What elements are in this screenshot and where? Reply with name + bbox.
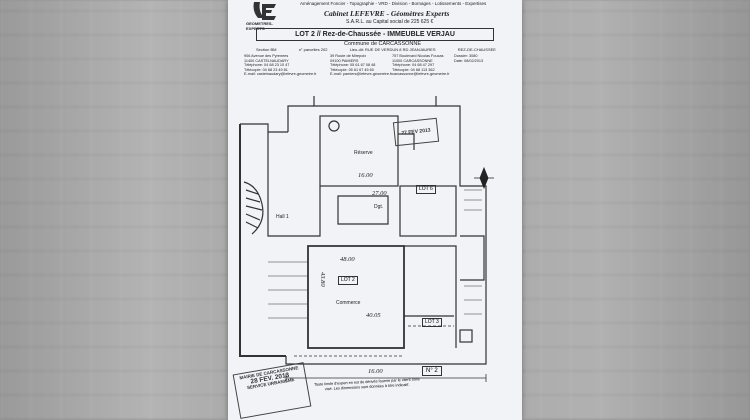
room-lot2: LOT 2 [338,276,358,285]
measure-6: 16.00 [368,368,383,375]
measure-1: 16.00 [358,172,373,179]
cabinet-name: Cabinet LEFEVRE - Géomètres Experts [324,9,450,18]
lieu-dit: Lieu-dit: RUE DE VERDUN 8 RD JEANJAURES [349,47,436,52]
room-hall: Hall 1 [276,214,289,220]
room-dgt: Dgt. [374,204,384,210]
office-castelnaudary: 906 Avenue des Pyrenees 11400 CASTELNAUD… [244,54,317,76]
cadastral-refs: Section BM n° parcelles 202 Lieu-dit: RU… [256,47,496,52]
measure-5: 40.05 [366,312,381,319]
logo-caption: GEOMETRES-EXPERTS [246,21,273,31]
room-commerce: Commerce [336,300,361,306]
measure-4: 43.80 [319,272,326,287]
office-pamiers: 39 Route de Mirepoix 09100 PAMIERS Télép… [330,54,393,76]
company-capital: S.A.R.L. au Capital social de 225 625 € [346,19,434,25]
measure-3: 48.00 [340,256,355,263]
floor: REZ-DE-CHAUSSEE [457,47,496,52]
section: Section BM [256,47,277,52]
north-arrow-icon [474,166,494,190]
dossier-info: Dossier: 3080 Date: 08/02/2013 [454,54,484,63]
room-lot6: LOT 6 [416,185,436,194]
lot-title: LOT 2 // Rez-de-Chaussée - IMMEUBLE VERJ… [256,28,494,41]
floor-plan [239,96,494,382]
document-sheet: GEOMETRES-EXPERTS Aménagement Foncier - … [228,0,522,420]
date-stamp: 27 FEV 2013 [392,117,440,147]
document-header: GEOMETRES-EXPERTS Aménagement Foncier - … [228,0,522,86]
plan-number: N° 2 [422,366,442,376]
room-lot3: LOT 3 [422,318,442,327]
room-reserve: Réserve [354,150,373,156]
measure-2: 27.00 [372,190,387,197]
commune: Commune de CARCASSONNE [344,41,422,47]
parcel: n° parcelles 202 [298,47,328,52]
office-carcassonne: 757 Boulevard Nicolas Foucas 11000 CARCA… [392,54,450,76]
tagline: Aménagement Foncier - Topographie - VRD … [300,1,487,6]
geometres-logo-icon [253,2,276,20]
